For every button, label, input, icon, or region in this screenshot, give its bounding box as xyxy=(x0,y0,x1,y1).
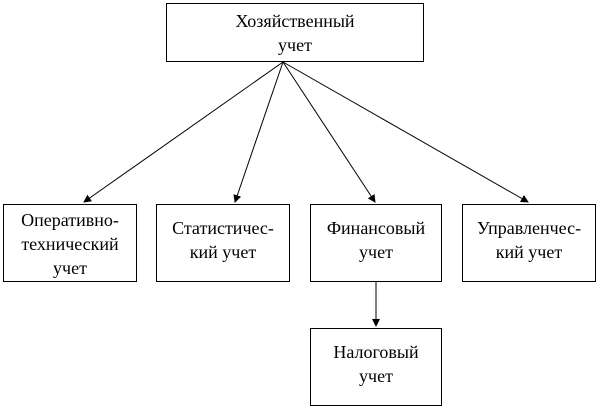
arrow-to-financial xyxy=(282,61,376,203)
node-operational-technical-accounting: Оперативно- технический учет xyxy=(3,204,137,282)
arrow-to-statistical xyxy=(233,61,284,203)
node-label: Налоговый учет xyxy=(333,342,419,386)
node-label: Хозяйственный учет xyxy=(235,10,355,55)
node-financial-accounting: Финансовый учет xyxy=(310,204,442,282)
node-label: Статистичес- кий учет xyxy=(172,218,274,262)
node-label: Финансовый учет xyxy=(326,218,426,262)
node-statistical-accounting: Статистичес- кий учет xyxy=(156,204,290,282)
node-managerial-accounting: Управленчес- кий учет xyxy=(462,204,596,282)
node-tax-accounting: Налоговый учет xyxy=(310,328,442,406)
arrow-to-managerial xyxy=(282,61,529,203)
node-economic-accounting: Хозяйственный учет xyxy=(166,3,424,62)
node-label: Управленчес- кий учет xyxy=(476,218,582,262)
node-label: Оперативно- технический учет xyxy=(21,210,119,278)
arrow-to-operational xyxy=(83,61,284,203)
